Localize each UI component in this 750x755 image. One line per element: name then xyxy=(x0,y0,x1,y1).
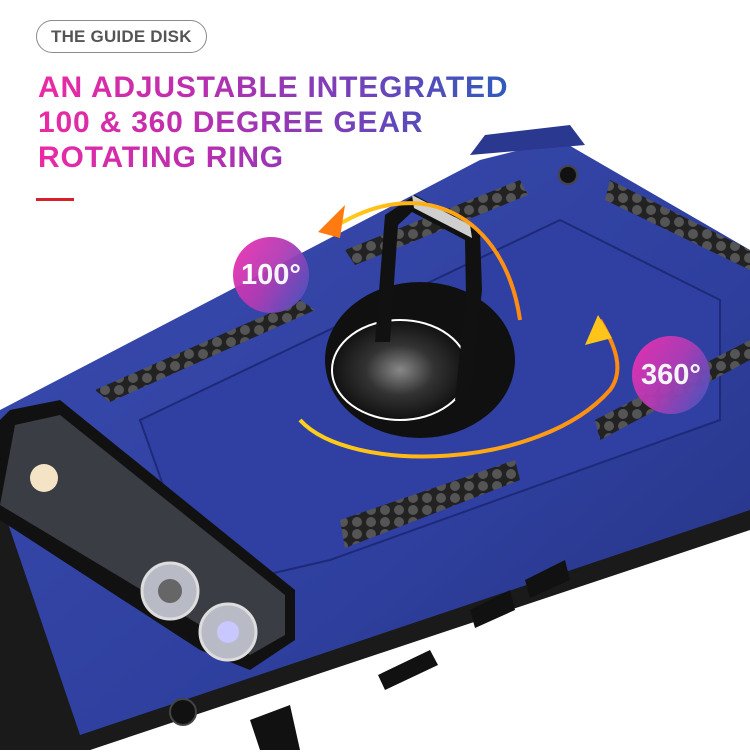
rotation-arrow-100 xyxy=(328,201,522,321)
callout-100-label: 100° xyxy=(241,258,301,291)
headline-line-2: 100 & 360 DEGREE GEAR xyxy=(38,106,424,139)
callout-100-degree: 100° xyxy=(233,237,309,313)
callout-360-label: 360° xyxy=(641,358,701,391)
callout-360-degree: 360° xyxy=(632,336,710,414)
headline: AN ADJUSTABLE INTEGRATED 100 & 360 DEGRE… xyxy=(38,70,508,175)
accent-divider xyxy=(36,198,74,201)
guide-disk-badge: THE GUIDE DISK xyxy=(36,20,207,53)
headline-line-1: AN ADJUSTABLE INTEGRATED xyxy=(38,71,509,104)
headline-line-3: ROTATING RING xyxy=(38,141,284,174)
rotation-arrow-360 xyxy=(298,318,620,459)
